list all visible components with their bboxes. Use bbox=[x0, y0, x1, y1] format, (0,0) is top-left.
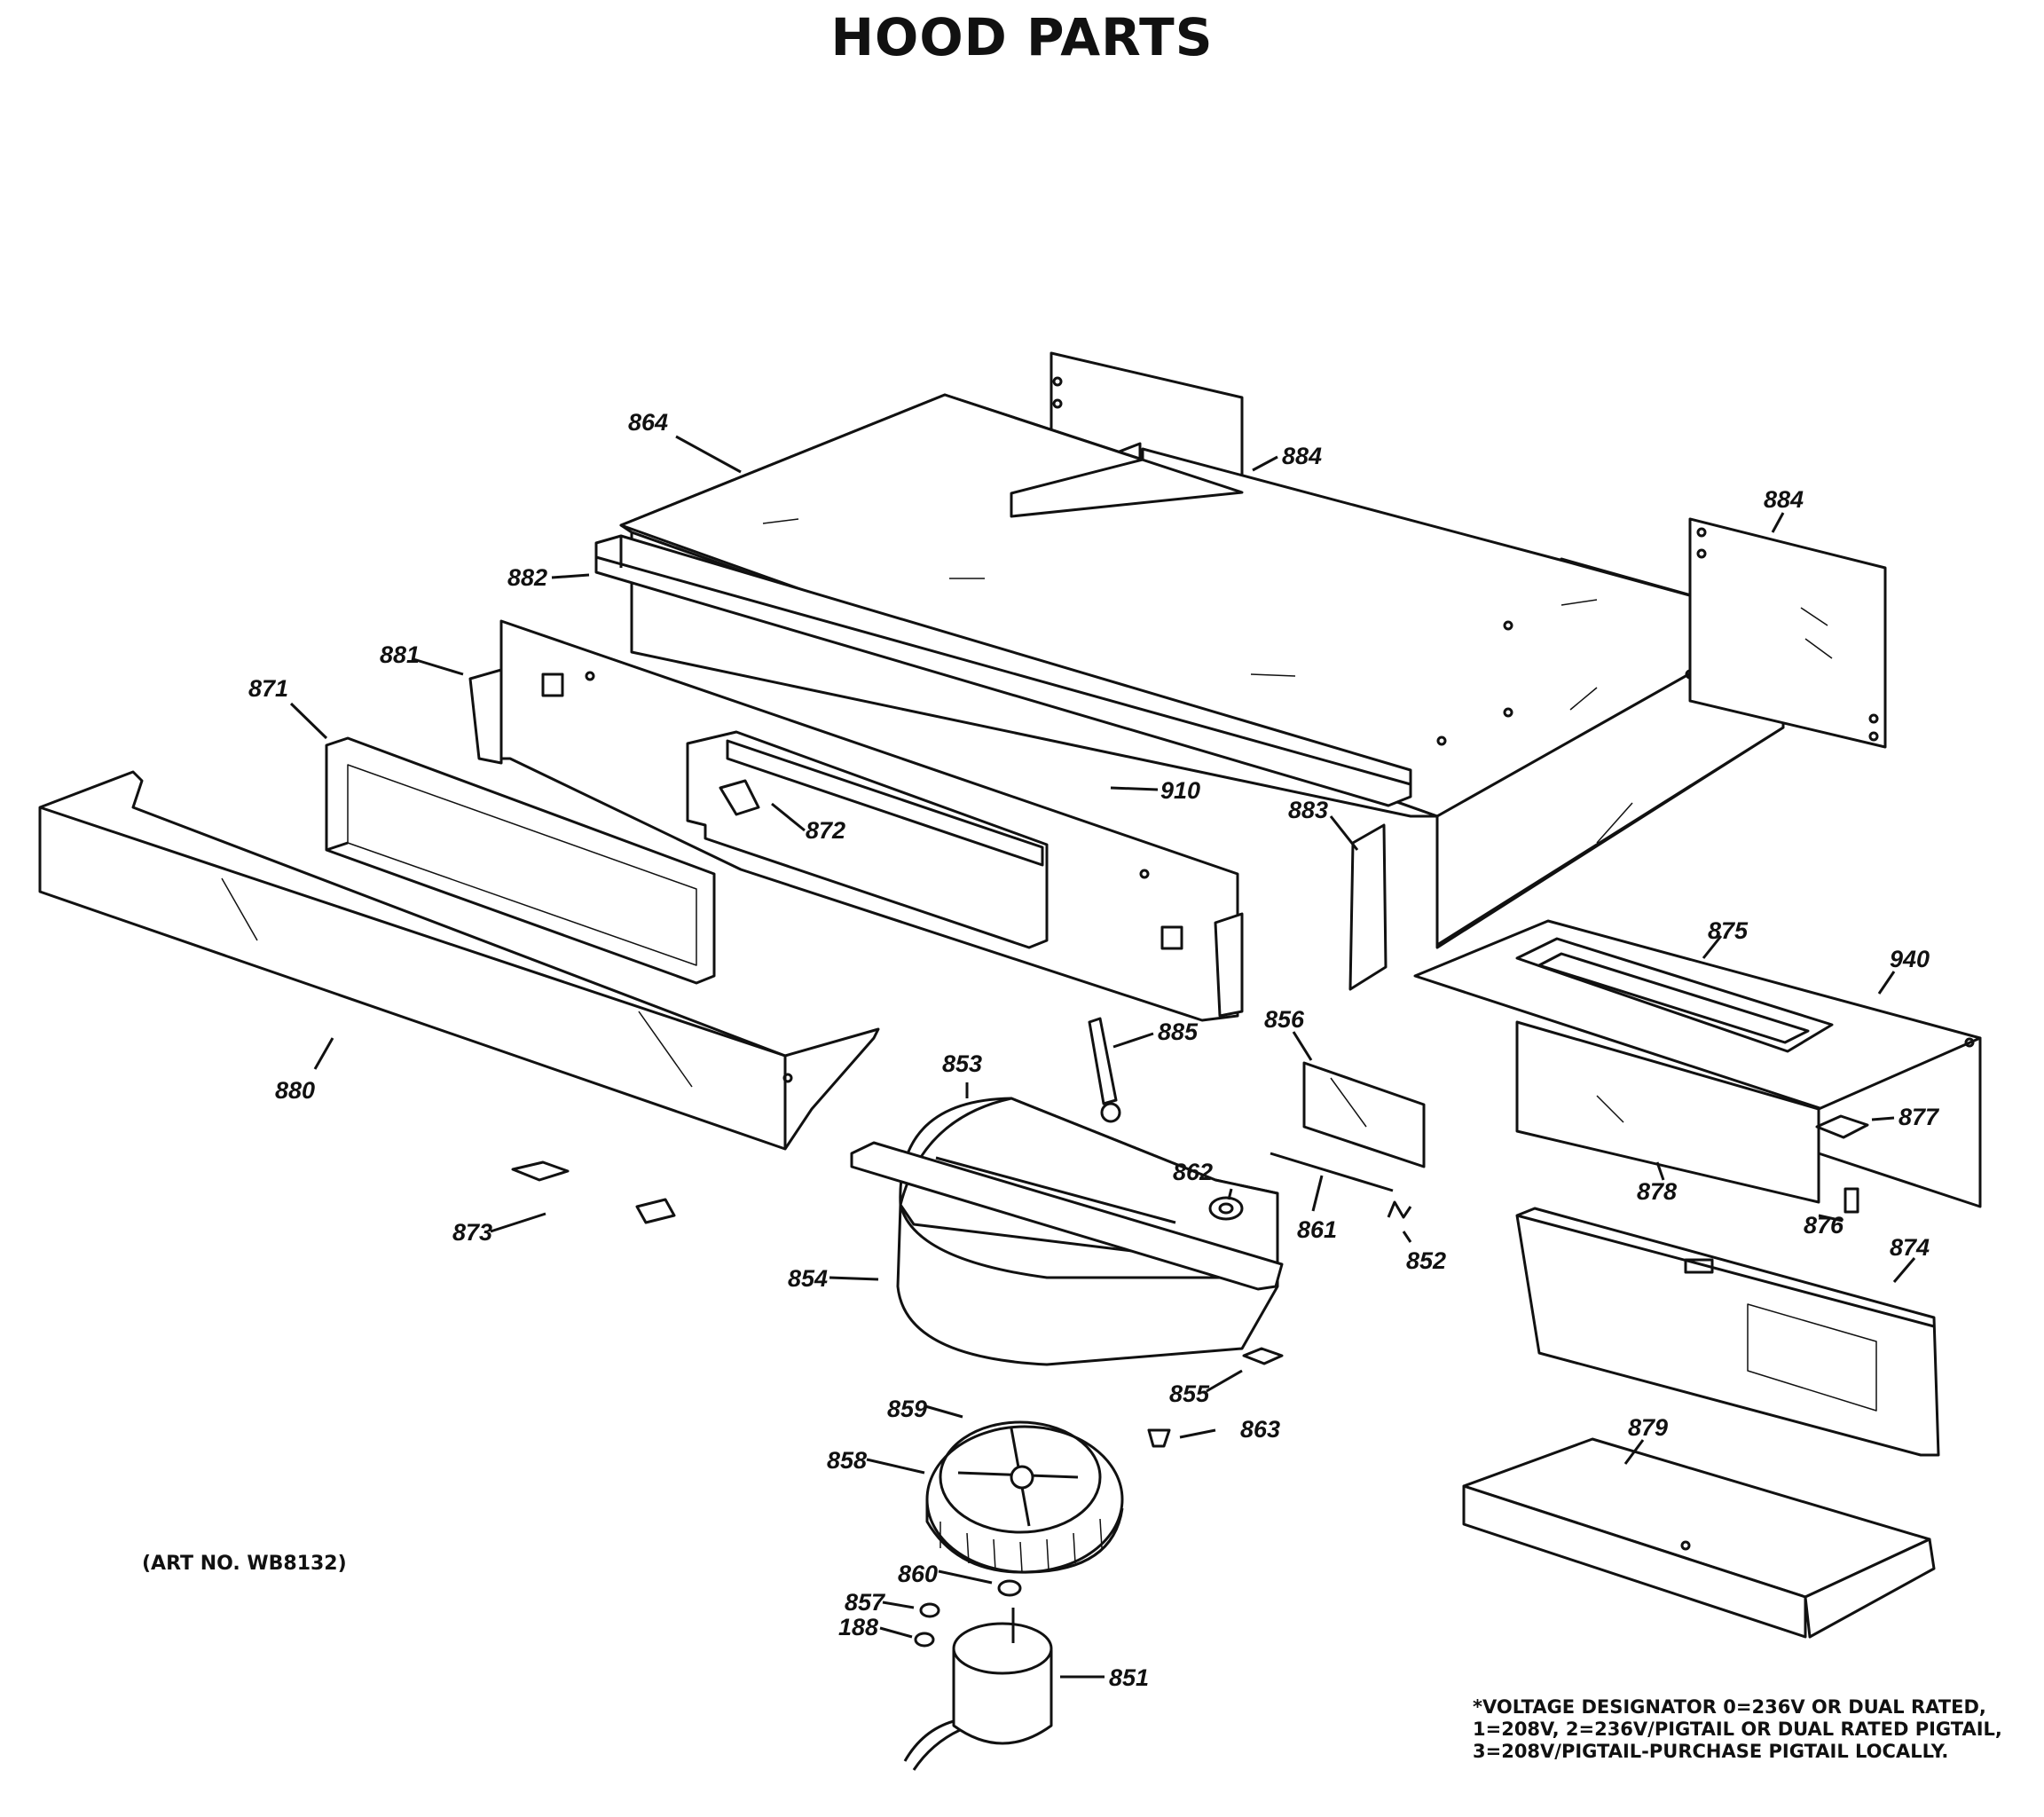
part-884-side-plate bbox=[1688, 517, 1887, 749]
part-851-motor bbox=[903, 1608, 1053, 1771]
callout-856: 856 bbox=[1264, 1006, 1305, 1033]
callout-882: 882 bbox=[507, 564, 547, 591]
part-873-clips bbox=[511, 1160, 676, 1224]
part-910-inner-panel bbox=[686, 730, 1049, 949]
callout-874: 874 bbox=[1890, 1234, 1930, 1261]
callout-857: 857 bbox=[845, 1589, 886, 1616]
callout-880: 880 bbox=[275, 1077, 315, 1104]
callout-879: 879 bbox=[1628, 1414, 1668, 1441]
callout-876: 876 bbox=[1804, 1212, 1844, 1239]
part-855-small-bracket bbox=[1242, 1347, 1284, 1365]
callout-851: 851 bbox=[1109, 1664, 1149, 1691]
callout-862: 862 bbox=[1173, 1159, 1213, 1185]
part-876-connector bbox=[1844, 1187, 1859, 1214]
part-857-washer bbox=[919, 1602, 940, 1618]
part-853-mount-bracket bbox=[850, 1141, 1284, 1291]
callout-872: 872 bbox=[806, 817, 845, 844]
part-858-blower-wheel bbox=[925, 1420, 1124, 1574]
callout-884-side: 884 bbox=[1764, 486, 1804, 513]
part-883-side-piece bbox=[1348, 823, 1388, 991]
voltage-note-line-1: *VOLTAGE DESIGNATOR 0=236V OR DUAL RATED… bbox=[1473, 1696, 1986, 1718]
callout-860: 860 bbox=[898, 1561, 938, 1587]
callout-871: 871 bbox=[248, 675, 288, 702]
callout-861: 861 bbox=[1297, 1216, 1337, 1243]
callout-878: 878 bbox=[1637, 1178, 1677, 1205]
part-856-glass-panel bbox=[1302, 1061, 1426, 1168]
voltage-note-line-3: 3=208V/PIGTAIL-PURCHASE PIGTAIL LOCALLY. bbox=[1473, 1741, 1949, 1762]
callout-875: 875 bbox=[1708, 917, 1749, 944]
callout-855: 855 bbox=[1169, 1380, 1210, 1407]
callout-910: 910 bbox=[1160, 777, 1200, 804]
page-title: HOOD PARTS bbox=[830, 7, 1214, 67]
art-number: (ART NO. WB8132) bbox=[142, 1553, 347, 1575]
part-880-front-trim bbox=[38, 770, 880, 1151]
callout-884-rear: 884 bbox=[1282, 443, 1322, 469]
part-861-rod bbox=[1270, 1152, 1394, 1192]
part-871-filter bbox=[325, 736, 716, 985]
callout-885: 885 bbox=[1158, 1019, 1199, 1045]
part-879-cover bbox=[1462, 1437, 1936, 1639]
callout-877: 877 bbox=[1899, 1104, 1940, 1130]
callout-labels: 864 884 884 882 881 871 872 910 883 875 … bbox=[248, 409, 1940, 1691]
part-852-clip bbox=[1387, 1200, 1412, 1219]
voltage-note-line-2: 1=208V, 2=236V/PIGTAIL OR DUAL RATED PIG… bbox=[1473, 1719, 2002, 1740]
voltage-note: *VOLTAGE DESIGNATOR 0=236V OR DUAL RATED… bbox=[1473, 1696, 2040, 1763]
callout-188: 188 bbox=[838, 1614, 878, 1640]
callout-940: 940 bbox=[1890, 946, 1930, 972]
callout-873: 873 bbox=[452, 1219, 492, 1246]
callout-859: 859 bbox=[887, 1396, 927, 1422]
callout-858: 858 bbox=[827, 1447, 867, 1474]
callout-863: 863 bbox=[1240, 1416, 1280, 1443]
part-862-grommet bbox=[1208, 1196, 1244, 1221]
part-940-vent-collar bbox=[1413, 919, 1982, 1208]
callout-864: 864 bbox=[628, 409, 668, 436]
part-860-set-screw bbox=[997, 1579, 1022, 1597]
callout-853: 853 bbox=[942, 1050, 982, 1077]
part-874-plate bbox=[1515, 1207, 1940, 1457]
part-863-plug bbox=[1147, 1428, 1171, 1448]
callout-883: 883 bbox=[1288, 797, 1328, 823]
leader-lines bbox=[289, 435, 1916, 1679]
callout-852: 852 bbox=[1406, 1247, 1446, 1274]
callout-881: 881 bbox=[380, 641, 420, 668]
part-877-bracket bbox=[1815, 1114, 1869, 1139]
part-188-nut bbox=[914, 1632, 935, 1648]
callout-854: 854 bbox=[788, 1265, 828, 1292]
part-885-switch-arm bbox=[1088, 1017, 1121, 1123]
part-882-front-rail bbox=[594, 534, 1412, 807]
